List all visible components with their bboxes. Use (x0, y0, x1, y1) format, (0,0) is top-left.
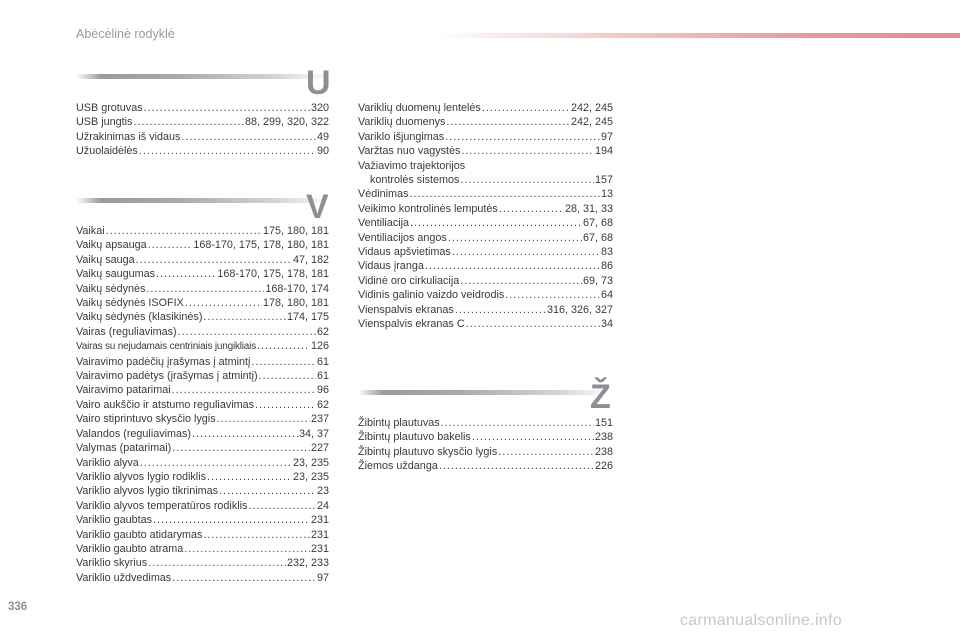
index-entry[interactable]: Vaikų saugumas168-170, 175, 178, 181 (76, 267, 329, 281)
index-entry[interactable]: Variklio skyrius232, 233 (76, 556, 329, 570)
index-entry[interactable]: Veikimo kontrolinės lemputės28, 31, 33 (358, 202, 613, 216)
index-entry[interactable]: Variklio alyvos temperatūros rodiklis24 (76, 499, 329, 513)
index-entry[interactable]: Vairo aukščio ir atstumo reguliavimas62 (76, 398, 329, 412)
index-entry[interactable]: Žiemos uždanga226 (358, 459, 613, 473)
section-z-letter: Ž (590, 378, 611, 416)
index-entry[interactable]: Variklių duomenų lentelės242, 245 (358, 101, 613, 115)
index-entry[interactable]: Užuolaidėlės90 (76, 144, 329, 158)
watermark: carmanualsonline.info (680, 612, 842, 629)
index-entry[interactable]: Vaikų sauga47, 182 (76, 253, 329, 267)
index-entry[interactable]: Vaikų sėdynės168-170, 174 (76, 282, 329, 296)
index-entry[interactable]: Variklių duomenys242, 245 (358, 115, 613, 129)
index-entry[interactable]: Ventiliacija67, 68 (358, 216, 613, 230)
section-u-letter: U (306, 64, 331, 102)
index-entry[interactable]: Vienspalvis ekranas316, 326, 327 (358, 303, 613, 317)
index-entry[interactable]: Vairas su nejudamais centriniais jungikl… (76, 339, 329, 354)
index-entry[interactable]: Žibintų plautuvo skysčio lygis238 (358, 445, 613, 459)
index-entry[interactable]: Variklio alyva23, 235 (76, 456, 329, 470)
index-entry[interactable]: Vairavimo patarimai96 (76, 383, 329, 397)
index-entry[interactable]: Variklio gaubto atrama231 (76, 542, 329, 556)
section-z-bar (358, 390, 608, 395)
index-entry[interactable]: Vidinis galinio vaizdo veidrodis64 (358, 288, 613, 302)
index-entry[interactable]: Variklio uždvedimas97 (76, 571, 329, 585)
index-entry[interactable]: Varžtas nuo vagystės194 (358, 144, 613, 158)
index-entry[interactable]: Vaikai175, 180, 181 (76, 224, 329, 238)
index-entry-heading[interactable]: Važiavimo trajektorijos (358, 159, 466, 172)
index-entry[interactable]: Užrakinimas iš vidaus49 (76, 130, 329, 144)
index-entry[interactable]: Žibintų plautuvo bakelis238 (358, 430, 613, 444)
index-entry[interactable]: Valymas (patarimai)227 (76, 441, 329, 455)
index-entry[interactable]: Vairo stiprintuvo skysčio lygis237 (76, 412, 329, 426)
index-entry[interactable]: USB jungtis88, 299, 320, 322 (76, 115, 329, 129)
section-v-letter: V (306, 188, 329, 226)
section-u-list: USB grotuvas320 USB jungtis88, 299, 320,… (76, 101, 329, 159)
index-entry[interactable]: Vairavimo padėtys (įrašymas į atmintį)61 (76, 369, 329, 383)
index-entry[interactable]: Vidaus apšvietimas83 (358, 245, 613, 259)
index-entry[interactable]: Vidaus įranga86 (358, 259, 613, 273)
index-entry[interactable]: Variklio gaubtas231 (76, 513, 329, 527)
section-v-list-left: Vaikai175, 180, 181 Vaikų apsauga168-170… (76, 224, 329, 585)
index-entry[interactable]: Vienspalvis ekranas C34 (358, 317, 613, 331)
index-entry[interactable]: Variklio alyvos lygio rodiklis23, 235 (76, 470, 329, 484)
index-entry[interactable]: Ventiliacijos angos67, 68 (358, 231, 613, 245)
section-v-list-right: Variklių duomenų lentelės242, 245 Varikl… (358, 101, 613, 332)
page-number: 336 (8, 601, 28, 613)
page-header-title: Abėcėlinė rodyklė (76, 27, 175, 41)
index-entry[interactable]: Valandos (reguliavimas)34, 37 (76, 427, 329, 441)
section-u-bar (76, 74, 326, 79)
index-entry[interactable]: Vairas (reguliavimas)62 (76, 325, 329, 339)
index-entry[interactable]: USB grotuvas320 (76, 101, 329, 115)
section-v-bar (76, 198, 326, 203)
index-entry[interactable]: Žibintų plautuvas151 (358, 416, 613, 430)
index-entry[interactable]: Vaikų sėdynės (klasikinės)174, 175 (76, 310, 329, 324)
index-entry[interactable]: Vaikų sėdynės ISOFIX178, 180, 181 (76, 296, 329, 310)
header-accent-bar (430, 33, 960, 38)
index-entry[interactable]: Vidinė oro cirkuliacija69, 73 (358, 274, 613, 288)
index-entry[interactable]: Variklio alyvos lygio tikrinimas23 (76, 484, 329, 498)
index-entry[interactable]: Vėdinimas13 (358, 187, 613, 201)
section-z-list: Žibintų plautuvas151 Žibintų plautuvo ba… (358, 416, 613, 474)
index-entry[interactable]: Variklo išjungimas97 (358, 130, 613, 144)
index-entry[interactable]: Variklio gaubto atidarymas231 (76, 528, 329, 542)
index-entry[interactable]: Vaikų apsauga168-170, 175, 178, 180, 181 (76, 238, 329, 252)
index-entry[interactable]: kontrolės sistemos157 (358, 173, 613, 187)
index-entry[interactable]: Vairavimo padėčių įrašymas į atmintį61 (76, 355, 329, 369)
